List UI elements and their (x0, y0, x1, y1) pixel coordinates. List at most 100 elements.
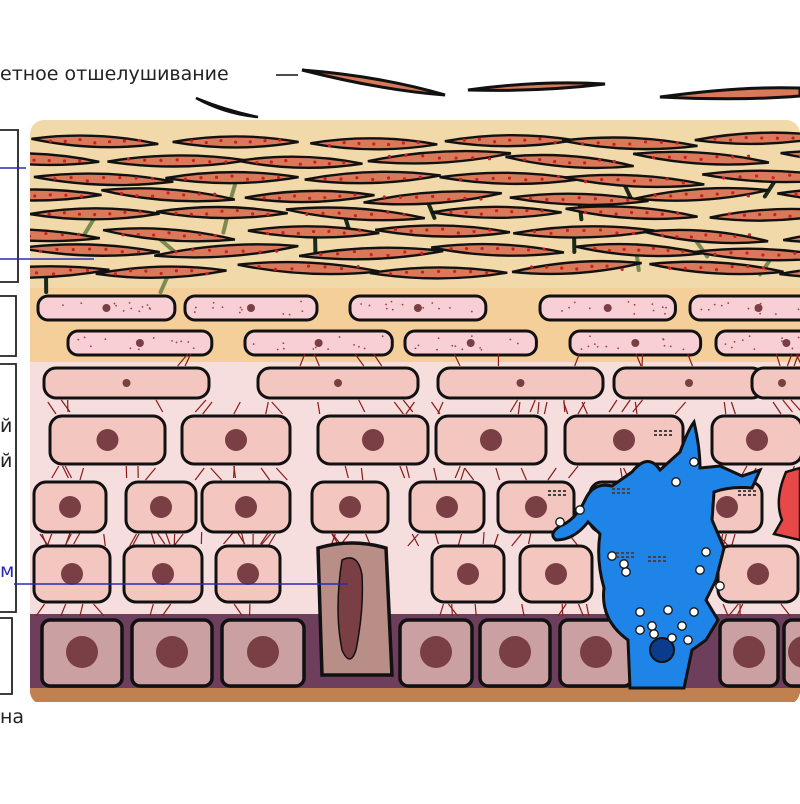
corneocyte-granule (597, 141, 600, 144)
corneocyte-granule (493, 140, 496, 143)
keratohyalin-granule (142, 306, 144, 308)
corneocyte-granule (523, 138, 526, 141)
corneocyte-granule (251, 212, 254, 215)
keratohyalin-granule (759, 313, 761, 315)
keratohyalin-granule (734, 341, 736, 343)
corneocyte-granule (371, 178, 374, 181)
flake (196, 98, 258, 117)
corneocyte-granule (684, 156, 687, 159)
corneocyte-granule (266, 232, 269, 235)
corneocyte-granule (746, 265, 749, 268)
keratohyalin-granule (402, 304, 404, 306)
keratohyalin-granule (597, 346, 599, 348)
corneocyte-granule (86, 179, 89, 182)
nucleus (339, 496, 361, 518)
corneocyte-granule (637, 249, 640, 252)
keratohyalin-granule (253, 343, 255, 345)
melanosome (631, 552, 634, 554)
nucleus (420, 636, 452, 668)
corneocyte-granule (44, 232, 47, 235)
nucleus (499, 636, 531, 668)
keratohyalin-granule (753, 348, 755, 350)
corneocyte-granule (610, 199, 613, 202)
keratohyalin-granule (77, 339, 79, 341)
melanosome (659, 430, 662, 432)
nucleus (247, 304, 255, 312)
keratohyalin-granule (481, 349, 483, 351)
corneocyte-granule (675, 235, 678, 238)
melanosome (617, 492, 620, 494)
corneocyte-granule (88, 247, 91, 250)
nucleus (613, 429, 635, 451)
corneocyte-granule (387, 143, 390, 146)
keratohyalin-granule (277, 349, 279, 351)
keratohyalin-granule (664, 345, 666, 347)
corneocyte-granule (324, 177, 327, 180)
keratohyalin-granule (353, 344, 355, 346)
corneocyte-granule (608, 249, 611, 252)
corneocyte-granule (652, 156, 655, 159)
nucleus (746, 429, 768, 451)
corneocyte-granule (386, 254, 389, 257)
corneocyte-granule (160, 272, 163, 275)
corneocyte-granule (39, 250, 42, 253)
corneocyte-granule (191, 248, 194, 251)
corneocyte-granule (176, 158, 179, 161)
corneocyte-granule (719, 234, 722, 237)
corneocyte-granule (668, 267, 671, 270)
corneocyte-granule (63, 159, 66, 162)
melanosome (669, 430, 672, 432)
melanosome (626, 552, 629, 554)
corneocyte-granule (78, 213, 81, 216)
nucleus (315, 339, 323, 347)
corneocyte-granule (328, 162, 331, 165)
corneocyte-granule (405, 271, 408, 274)
keratohyalin-granule (138, 348, 140, 350)
corneocyte-granule (323, 196, 326, 199)
keratohyalin-granule (781, 340, 783, 342)
keratohyalin-granule (749, 335, 751, 337)
corneocyte-granule (372, 142, 375, 145)
keratohyalin-granule (180, 340, 182, 342)
melanin-granule (576, 506, 584, 514)
melanosome (612, 492, 615, 494)
keratohyalin-granule (312, 348, 314, 350)
keratohyalin-granule (449, 307, 451, 309)
corneocyte-granule (370, 213, 373, 216)
corneocyte-granule (666, 249, 669, 252)
corneocyte-granule (2, 192, 5, 195)
keratohyalin-granule (391, 301, 393, 303)
keratohyalin-granule (454, 345, 456, 347)
corneocyte-granule (357, 142, 360, 145)
corneocyte-granule (11, 233, 14, 236)
corneocyte-granule (1, 272, 4, 275)
corneocyte-granule (129, 269, 132, 272)
keratohyalin-granule (300, 301, 302, 303)
corneocyte-granule (64, 140, 67, 143)
nucleus (545, 563, 567, 585)
corneocyte-granule (299, 163, 302, 166)
corneocyte-granule (355, 176, 358, 179)
keratohyalin-granule (589, 335, 591, 337)
corneocyte-granule (383, 195, 386, 198)
corneocyte-granule (699, 266, 702, 269)
corneocyte-granule (93, 213, 96, 216)
corneocyte-granule (605, 265, 608, 268)
melanosome (553, 494, 556, 496)
label-layer-fragment-2: й (0, 452, 12, 471)
corneocyte-granule (731, 265, 734, 268)
corneocyte-granule (745, 251, 748, 254)
melanosome (669, 434, 672, 436)
corneocyte-granule (143, 159, 146, 162)
corneocyte-granule (327, 230, 330, 233)
corneocyte-granule (729, 251, 732, 254)
corneocyte-granule (220, 210, 223, 213)
keratohyalin-granule (240, 307, 242, 309)
corneocyte-granule (480, 213, 483, 216)
corneocyte-granule (328, 144, 331, 147)
corneocyte-granule (144, 269, 147, 272)
corneocyte-granule (421, 154, 424, 157)
corneocyte-granule (108, 212, 111, 215)
corneocyte-granule (454, 156, 457, 159)
layer-brackets (0, 130, 18, 694)
